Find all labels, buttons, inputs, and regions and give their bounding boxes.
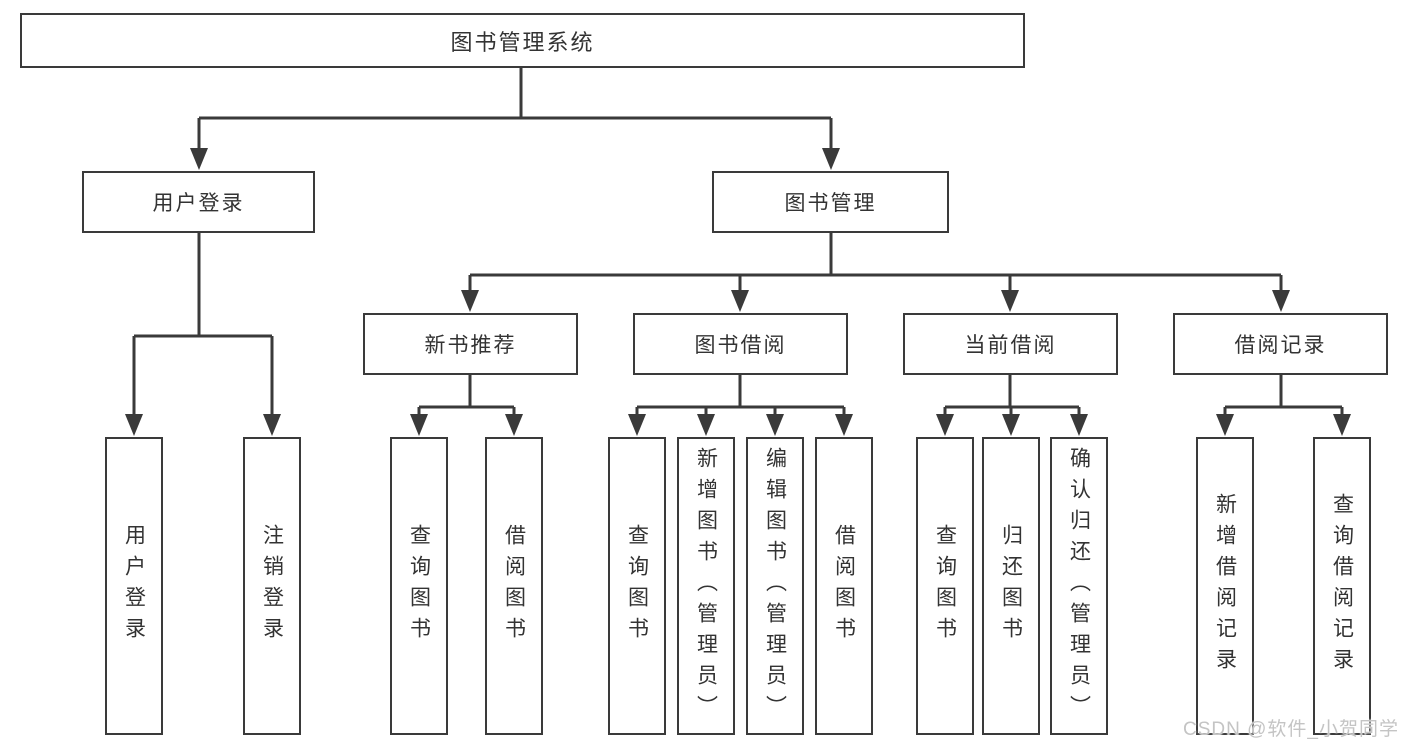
leaf-edit-books-admin-label: 编辑图书（管理员） [763, 446, 787, 726]
leaf-add-books-admin-label: 新增图书（管理员） [694, 446, 718, 726]
node-current-borrowing-label: 当前借阅 [964, 334, 1057, 357]
leaf-logout: 注销登录 [243, 437, 301, 735]
node-book-management-label: 图书管理 [784, 192, 877, 215]
leaf-add-books-admin: 新增图书（管理员） [677, 437, 735, 735]
leaf-query-borrow-record-label: 查询借阅记录 [1330, 493, 1354, 679]
leaf-query-books-current: 查询图书 [916, 437, 974, 735]
node-book-borrowing: 图书借阅 [633, 313, 848, 375]
leaf-query-books-borrow-label: 查询图书 [625, 524, 649, 648]
node-new-book-recommend: 新书推荐 [363, 313, 578, 375]
leaf-borrow-books-recommend: 借阅图书 [485, 437, 543, 735]
leaf-logout-label: 注销登录 [260, 524, 284, 648]
node-user-login-label: 用户登录 [152, 192, 245, 215]
node-new-book-recommend-label: 新书推荐 [424, 334, 517, 357]
leaf-borrow-books-label: 借阅图书 [832, 524, 856, 648]
node-current-borrowing: 当前借阅 [903, 313, 1118, 375]
leaf-confirm-return-admin-label: 确认归还（管理员） [1067, 446, 1091, 726]
leaf-query-books-borrow: 查询图书 [608, 437, 666, 735]
leaf-query-books-recommend: 查询图书 [390, 437, 448, 735]
leaf-user-login-label: 用户登录 [122, 524, 146, 648]
leaf-add-borrow-record: 新增借阅记录 [1196, 437, 1254, 735]
leaf-confirm-return-admin: 确认归还（管理员） [1050, 437, 1108, 735]
node-borrowing-records: 借阅记录 [1173, 313, 1388, 375]
leaf-query-books-current-label: 查询图书 [933, 524, 957, 648]
leaf-borrow-books: 借阅图书 [815, 437, 873, 735]
node-book-management: 图书管理 [712, 171, 949, 233]
node-root-label: 图书管理系统 [450, 29, 595, 55]
leaf-query-borrow-record: 查询借阅记录 [1313, 437, 1371, 735]
node-root-system: 图书管理系统 [20, 13, 1025, 68]
leaf-edit-books-admin: 编辑图书（管理员） [746, 437, 804, 735]
node-user-login: 用户登录 [82, 171, 315, 233]
leaf-user-login: 用户登录 [105, 437, 163, 735]
arrowheads [125, 148, 1351, 436]
leaf-return-books-label: 归还图书 [999, 524, 1023, 648]
node-book-borrowing-label: 图书借阅 [694, 334, 787, 357]
leaf-add-borrow-record-label: 新增借阅记录 [1213, 493, 1237, 679]
node-borrowing-records-label: 借阅记录 [1234, 334, 1327, 357]
leaf-return-books: 归还图书 [982, 437, 1040, 735]
leaf-query-books-recommend-label: 查询图书 [407, 524, 431, 648]
leaf-borrow-books-recommend-label: 借阅图书 [502, 524, 526, 648]
